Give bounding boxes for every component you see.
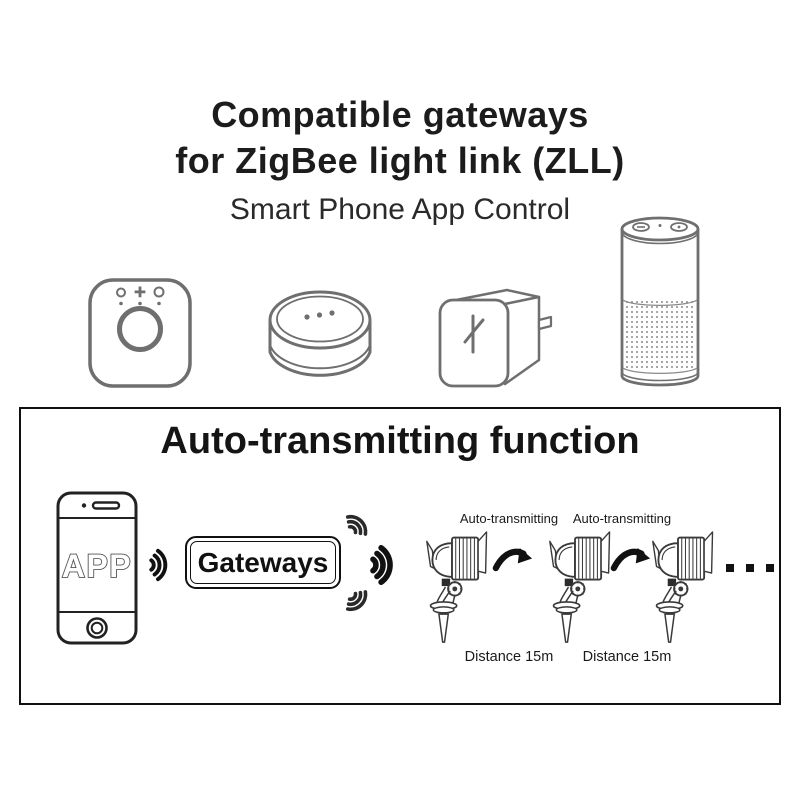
- garden-spotlight-icon: [651, 531, 714, 644]
- subtitle: Smart Phone App Control: [229, 193, 571, 226]
- round-puck-gateway-icon: [268, 290, 372, 377]
- signal-waves-icon: [149, 548, 168, 582]
- ellipsis-icon: [726, 564, 774, 572]
- auto-transmitting-section: [19, 407, 781, 705]
- gateways-label: Gateways: [190, 541, 336, 584]
- transmit-arrow-icon: [492, 546, 534, 573]
- ellipsis-dot: [726, 564, 734, 572]
- app-label: APP: [62, 548, 132, 584]
- title-line-1: Compatible gateways: [211, 94, 589, 135]
- auto-transmitting-label-2: Auto-transmitting: [572, 511, 672, 526]
- title-line-2: for ZigBee light link (ZLL): [175, 140, 625, 181]
- distance-label-1: Distance 15m: [464, 649, 554, 665]
- page-title: Compatible gateways for ZigBee light lin…: [0, 92, 800, 184]
- signal-waves-main-icon: [366, 535, 406, 595]
- gateways-badge: Gateways: [185, 536, 341, 589]
- ellipsis-dot: [746, 564, 754, 572]
- auto-transmitting-label-1: Auto-transmitting: [459, 511, 559, 526]
- distance-label-2: Distance 15m: [582, 649, 672, 665]
- auto-section-heading: Auto-transmitting function: [160, 420, 640, 462]
- hue-bridge-gateway-icon: [88, 278, 192, 388]
- plug-cube-gateway-icon: [438, 288, 553, 388]
- smartphone-icon: APP: [56, 491, 138, 645]
- ellipsis-dot: [766, 564, 774, 572]
- transmit-arrow-icon: [610, 546, 652, 573]
- echo-speaker-icon: [620, 216, 700, 387]
